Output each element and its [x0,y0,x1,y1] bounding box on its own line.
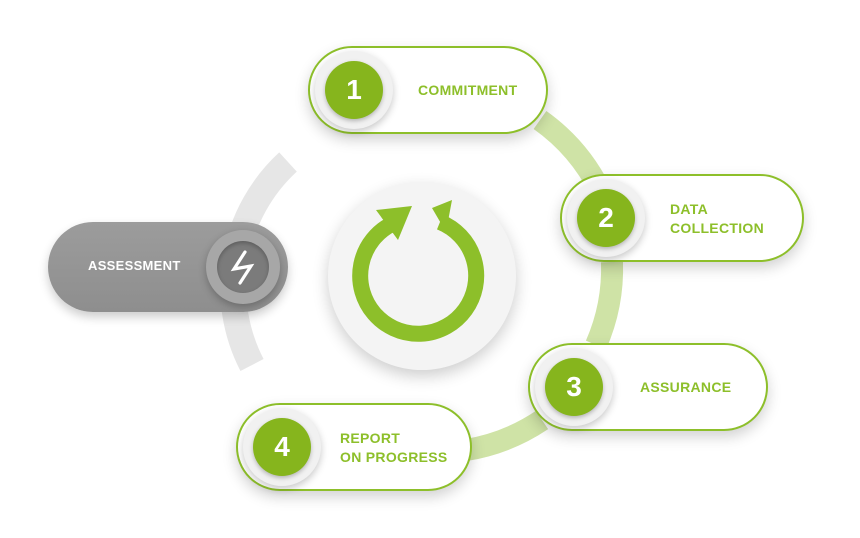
assessment-label: ASSESSMENT [88,258,181,273]
assessment-pill: ASSESSMENT [48,222,288,312]
lightning-bolt-icon [230,250,255,285]
step-commitment: 1 COMMITMENT [308,46,548,134]
ring-segment-3-4 [464,410,549,461]
step-data-collection: 2 DATA COLLECTION [560,174,804,262]
circular-arrows-icon [352,200,485,342]
step-badge: 3 [535,348,613,426]
step-number: 3 [545,358,603,416]
step-number: 1 [325,61,383,119]
step-badge: 4 [243,408,321,486]
step-label: REPORT ON PROGRESS [340,430,448,465]
step-badge: 2 [567,179,645,257]
ring-segment-2-3 [585,261,624,350]
assessment-badge [206,230,280,304]
step-label: DATA COLLECTION [670,201,764,236]
step-number: 2 [577,189,635,247]
step-label: COMMITMENT [418,82,518,98]
step-report-on-progress: 4 REPORT ON PROGRESS [236,403,472,491]
step-number: 4 [253,418,311,476]
step-assurance: 3 ASSURANCE [528,343,768,431]
step-label: ASSURANCE [640,379,732,395]
center-cycle-circle [328,182,516,370]
step-badge: 1 [315,51,393,129]
